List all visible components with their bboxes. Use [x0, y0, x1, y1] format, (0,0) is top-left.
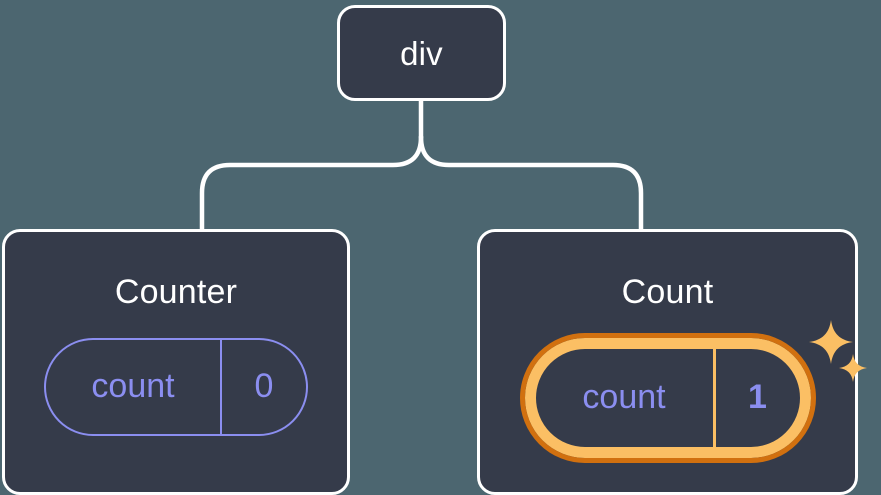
node-root-div[interactable]: div	[337, 5, 506, 101]
node-counter-label: Counter	[114, 273, 238, 311]
sparkle-group	[808, 320, 875, 392]
state-key-count: count	[582, 377, 666, 416]
edge-branch-to-left-child	[199, 134, 424, 234]
node-root-label: div	[400, 34, 443, 72]
state-pill-count[interactable]: count 1	[519, 333, 816, 463]
node-count[interactable]: Count count 1	[477, 229, 867, 495]
state-key-counter: count	[91, 366, 175, 405]
state-pill-wrapper-count: count 1	[519, 320, 867, 463]
node-count-label: Count	[621, 273, 714, 311]
state-value-counter: 0	[220, 340, 306, 434]
state-value-count: 1	[712, 349, 800, 447]
node-counter[interactable]: Counter count 0	[2, 229, 350, 495]
sparkle-icon-large	[808, 320, 853, 364]
state-pill-counter[interactable]: count 0	[44, 338, 308, 436]
edge-branch-to-right-child	[418, 134, 644, 234]
sparkle-icon-small	[838, 354, 867, 382]
state-pill-wrapper-counter: count 0	[44, 338, 308, 436]
